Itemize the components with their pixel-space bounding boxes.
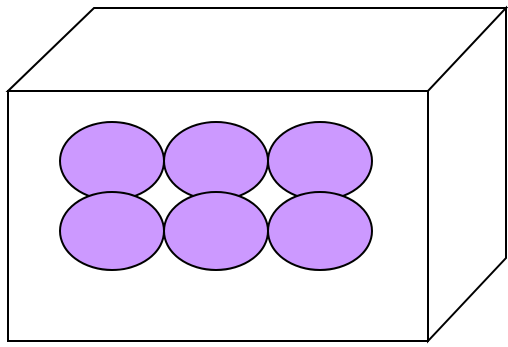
ellipse-r2-c3: [268, 192, 372, 270]
ellipse-r1-c2: [164, 122, 268, 200]
ellipse-r2-c2: [164, 192, 268, 270]
ellipse-r2-c1: [60, 192, 164, 270]
ellipse-r1-c1: [60, 122, 164, 200]
box-top-face: [8, 8, 506, 91]
ellipse-r1-c3: [268, 122, 372, 200]
ellipse-grid: [60, 122, 372, 270]
